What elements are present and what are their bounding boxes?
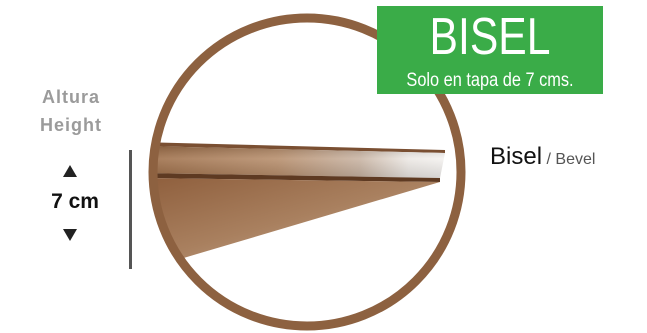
- bevel-label-en: Bevel: [555, 151, 596, 168]
- zoom-circle: [148, 13, 466, 331]
- bevel-label-es: Bisel: [490, 143, 543, 170]
- height-indicator-line: [129, 150, 132, 269]
- bevel-label: Bisel / Bevel: [490, 142, 595, 175]
- height-label-es: Altura: [41, 87, 100, 107]
- tabletop-edge-section: [153, 142, 445, 262]
- badge-subtitle: Solo en tapa de 7 cms.: [406, 70, 574, 91]
- height-value: 7 cm: [51, 190, 99, 213]
- height-label-en: Height: [40, 115, 102, 135]
- arrow-up-icon: [63, 165, 77, 177]
- arrow-down-icon: [63, 229, 77, 241]
- bevel-label-separator: /: [546, 151, 551, 168]
- bevel-badge: BISEL Solo en tapa de 7 cms.: [377, 6, 603, 94]
- badge-title: BISEL: [429, 8, 551, 66]
